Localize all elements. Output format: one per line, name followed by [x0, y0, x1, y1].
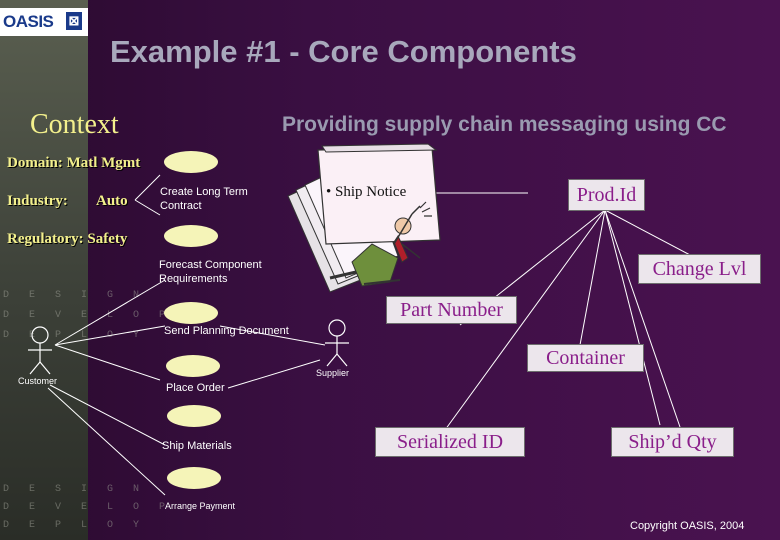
connector-line — [54, 344, 161, 381]
use-case-arrange-payment: Arrange Payment — [165, 501, 236, 511]
entity-container: Container — [527, 344, 644, 372]
entity-prod-id: Prod.Id — [568, 179, 645, 211]
customer-actor-icon — [28, 326, 52, 375]
use-case-ship-materials: Ship Materials — [162, 440, 232, 452]
connector-line — [579, 209, 606, 346]
use-case-send-planning: Send Planning Document — [164, 325, 289, 337]
connector-line — [604, 209, 681, 428]
context-domain: Domain: Matl Mgmt — [7, 155, 141, 171]
entity-serialized-id: Serialized ID — [375, 427, 525, 457]
context-industry-value: Auto — [96, 193, 128, 209]
entity-part-number: Part Number — [386, 296, 517, 324]
use-case-domain-ellipse — [164, 151, 218, 173]
sidebar-watermark-develop: D E V E L O P — [3, 310, 173, 321]
entity-change-lvl: Change Lvl — [638, 254, 761, 284]
connector-line — [227, 359, 321, 389]
actor-customer-label: Customer — [18, 376, 58, 386]
use-case-forecast: Forecast Component Requirements — [159, 259, 262, 285]
sidebar-watermark-design-2: D E S I G N — [3, 484, 147, 495]
slide-title: Example #1 - Core Components — [110, 34, 577, 69]
use-case-create-contract: Create Long Term Contract — [160, 186, 248, 212]
use-case-send-planning-ellipse — [164, 302, 218, 324]
connector-line — [134, 199, 161, 216]
logo-text: OASIS — [3, 12, 54, 31]
connector-line — [444, 209, 606, 431]
connector-line — [47, 387, 166, 496]
use-case-regulatory-ellipse — [164, 225, 218, 247]
context-heading: Context — [30, 109, 119, 140]
ship-notice-label: • Ship Notice — [326, 184, 407, 200]
use-case-place-order: Place Order — [166, 382, 225, 394]
copyright-text: Copyright OASIS, 2004 — [630, 520, 745, 532]
connector-line — [49, 384, 166, 446]
context-industry-label: Industry: — [7, 193, 68, 209]
sidebar-watermark-develop-2: D E V E L O P — [3, 502, 173, 513]
context-regulatory: Regulatory: Safety — [7, 231, 128, 247]
left-sidebar — [0, 0, 88, 540]
connector-line — [604, 209, 661, 426]
connector-line — [604, 209, 691, 256]
use-case-place-order-ellipse — [166, 355, 220, 377]
slide-subtitle: Providing supply chain messaging using C… — [282, 113, 727, 136]
connector-line — [134, 174, 161, 201]
supplier-actor-icon — [325, 319, 349, 367]
sidebar-watermark-design: D E S I G N — [3, 290, 147, 301]
actor-supplier-label: Supplier — [316, 368, 350, 378]
logo-mark-icon: ⊠ — [66, 12, 82, 30]
sidebar-watermark-deploy-2: D E P L O Y — [3, 520, 147, 531]
use-case-ship-materials-ellipse — [167, 405, 221, 427]
worker-figure-icon — [329, 201, 432, 287]
connector-line — [54, 325, 166, 346]
connector-line — [54, 279, 166, 346]
use-case-arrange-payment-ellipse — [167, 467, 221, 489]
entity-shipd-qty: Ship’d Qty — [611, 427, 734, 457]
connector-line — [219, 325, 326, 346]
